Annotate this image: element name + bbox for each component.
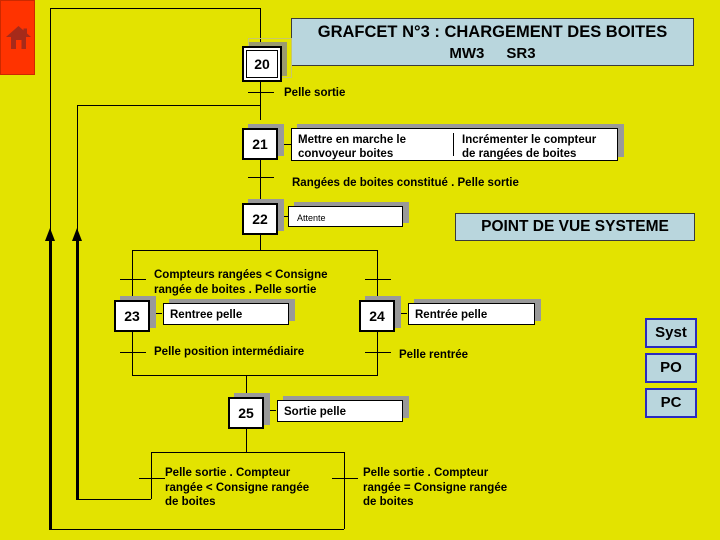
link-25-down [246,428,247,452]
link-24-convergence [377,331,378,376]
loop-inner-vertical [76,240,79,500]
action-21-text-b: Incrémenter le compteur de rangées de bo… [462,134,597,160]
loop-inner-arrow-icon [72,228,82,241]
loop-inner-top [77,105,261,106]
step-20[interactable]: 20 [242,46,282,82]
condition-21-22: Rangées de boites constitué . Pelle sort… [292,177,519,189]
condition-20-21: Pelle sortie [284,87,346,99]
bottom-divergence-bar [151,452,344,453]
loop-outer-right-down [260,8,261,44]
branch-left-to-23 [132,250,133,300]
transition-tick-23-25 [120,352,146,353]
link-20-21 [260,76,261,120]
action-24[interactable]: Rentrée pelle [408,303,535,325]
page-title: GRAFCET N°3 : CHARGEMENT DES BOITES MW3 S… [291,18,694,66]
loop-outer-vertical [49,240,52,530]
transition-tick-22-24 [365,279,391,280]
transition-tick-22-23 [120,279,146,280]
link-22-divergence [260,234,261,251]
title-line-1: GRAFCET N°3 : CHARGEMENT DES BOITES [317,23,668,41]
title-line-2: MW3 SR3 [292,43,693,65]
divergence-bar [132,250,377,251]
condition-24-25: Pelle rentrée [399,349,469,361]
condition-23-25: Pelle position intermédiaire [154,346,305,358]
step-24[interactable]: 24 [359,300,395,332]
loop-outer-vertical-thin [50,8,51,240]
transition-tick-25-right [332,478,358,479]
action-25[interactable]: Sortie pelle [277,400,403,422]
nav-button-po[interactable]: PO [645,353,697,383]
title-mw3: MW3 [449,45,485,62]
bottom-branch-right [344,452,345,529]
condition-25-right: Pelle sortie . Compteur rangée = Consign… [363,467,508,508]
step-23[interactable]: 23 [114,300,150,332]
loop-inner-vertical-thin [77,105,78,240]
home-button[interactable] [0,0,35,75]
action-23[interactable]: Rentree pelle [163,303,289,325]
transition-tick-24-25 [365,352,391,353]
step-24-action-link [395,313,407,314]
link-23-convergence [132,331,133,376]
transition-tick-25-left [139,478,165,479]
step-21[interactable]: 21 [242,128,278,160]
condition-22-23: Compteurs rangées < Consigne rangée de b… [154,269,328,296]
step-20-number: 20 [246,50,278,78]
link-convergence-25 [246,375,247,397]
action-21[interactable]: Mettre en marche le convoyeur boites Inc… [291,128,618,161]
loop-outer-arrow-icon [45,228,55,241]
step-25[interactable]: 25 [228,397,264,429]
nav-button-pc[interactable]: PC [645,388,697,418]
title-sr3: SR3 [506,45,536,62]
bottom-branch-left [151,452,152,499]
nav-button-syst[interactable]: Syst [645,318,697,348]
transition-tick-20-21 [248,92,274,93]
action-21-text-a: Mettre en marche le convoyeur boites [292,133,454,160]
branch-right-to-24 [377,250,378,300]
convergence-bar [132,375,378,376]
loop-inner-bottom [77,499,151,500]
viewpoint-banner: POINT DE VUE SYSTEME [455,213,695,241]
transition-tick-21-22 [248,177,274,178]
step-25-action-link [264,410,276,411]
condition-25-left: Pelle sortie . Compteur rangée < Consign… [165,467,310,508]
loop-outer-bottom [50,529,344,530]
step-23-action-link [150,313,162,314]
step-21-action-link [278,144,292,145]
action-22[interactable]: Attente [288,206,403,227]
home-icon [6,26,31,49]
step-22[interactable]: 22 [242,203,278,235]
link-21-22 [260,160,261,203]
loop-outer-top [50,8,261,9]
